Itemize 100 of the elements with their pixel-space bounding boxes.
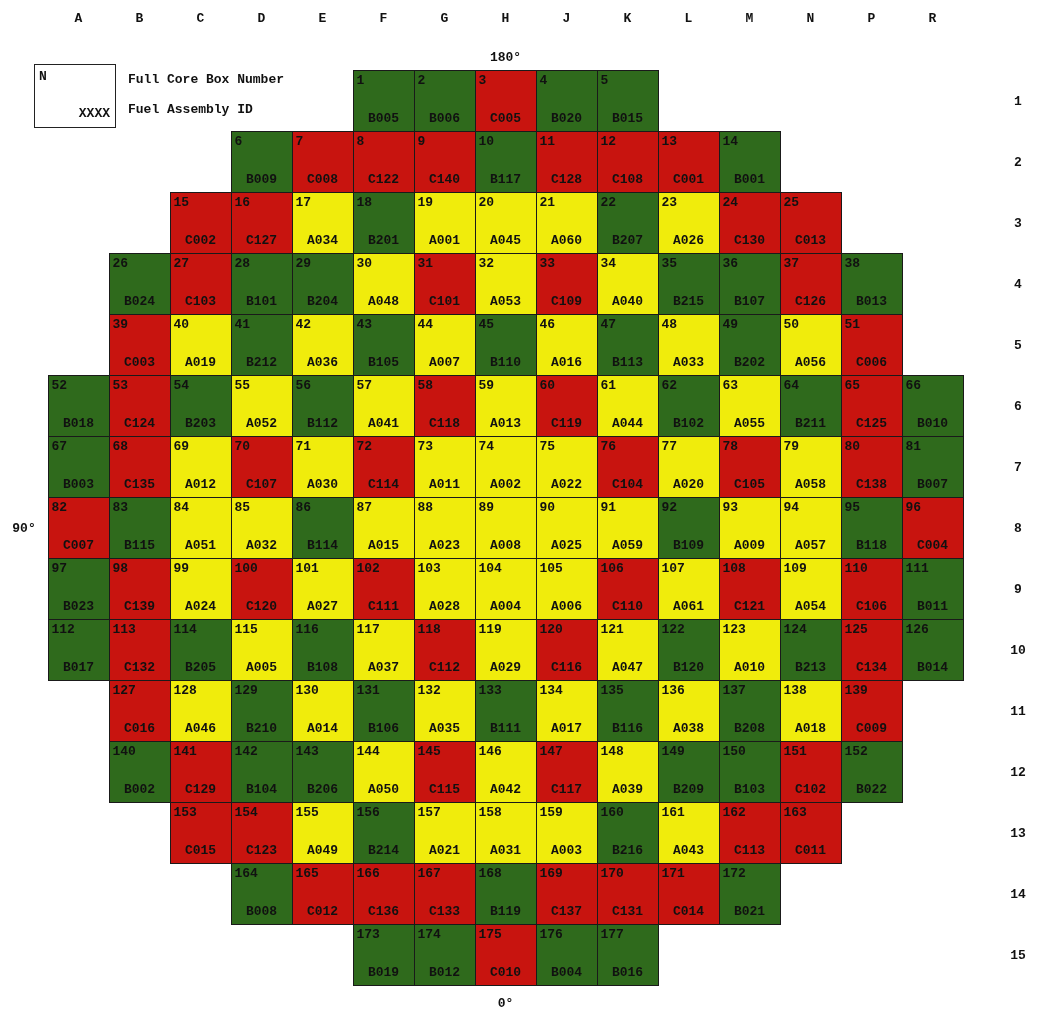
assembly-id: A018	[793, 721, 828, 736]
assembly-id: C013	[793, 233, 828, 248]
assembly-id: B003	[61, 477, 96, 492]
box-number: 9	[417, 134, 426, 149]
column-letter: N	[806, 10, 815, 26]
fuel-assembly-cell	[230, 374, 293, 437]
assembly-id: C133	[427, 904, 462, 919]
fuel-assembly-cell	[291, 374, 354, 437]
box-number: 109	[783, 561, 807, 576]
fuel-assembly-cell	[230, 740, 293, 803]
assembly-id: B111	[488, 721, 523, 736]
column-letter: A	[74, 10, 83, 26]
fuel-assembly-cell	[596, 374, 659, 437]
assembly-id: C111	[366, 599, 401, 614]
box-number: 66	[905, 378, 922, 393]
assembly-id: C125	[854, 416, 889, 431]
box-number: 134	[539, 683, 563, 698]
assembly-id: A054	[793, 599, 828, 614]
box-number: 27	[173, 256, 190, 271]
box-number: 45	[478, 317, 495, 332]
fuel-assembly-cell	[352, 374, 415, 437]
box-number: 113	[112, 622, 136, 637]
assembly-id: A047	[610, 660, 645, 675]
column-letter: E	[318, 10, 327, 26]
fuel-assembly-cell	[840, 313, 903, 376]
fuel-assembly-cell	[535, 130, 598, 193]
fuel-assembly-cell	[230, 618, 293, 681]
box-number: 58	[417, 378, 434, 393]
assembly-id: C103	[183, 294, 218, 309]
assembly-id: C007	[61, 538, 96, 553]
fuel-assembly-cell	[840, 618, 903, 681]
assembly-id: C128	[549, 172, 584, 187]
fuel-assembly-cell	[657, 557, 720, 620]
assembly-id: C140	[427, 172, 462, 187]
assembly-id: B104	[244, 782, 279, 797]
box-number: 77	[661, 439, 678, 454]
box-number: 19	[417, 195, 434, 210]
box-number: 84	[173, 500, 190, 515]
box-number: 61	[600, 378, 617, 393]
assembly-id: C120	[244, 599, 279, 614]
column-letter: D	[257, 10, 266, 26]
box-number: 42	[295, 317, 312, 332]
box-number: 71	[295, 439, 312, 454]
fuel-assembly-cell	[474, 862, 537, 925]
row-number: 3	[1014, 215, 1022, 230]
box-number: 56	[295, 378, 312, 393]
assembly-id: C134	[854, 660, 889, 675]
box-number: 114	[173, 622, 197, 637]
box-number: 69	[173, 439, 190, 454]
box-number: 53	[112, 378, 129, 393]
box-number: 6	[234, 134, 243, 149]
box-number: 65	[844, 378, 861, 393]
fuel-assembly-cell	[718, 618, 781, 681]
box-number: 151	[783, 744, 807, 759]
fuel-assembly-cell	[352, 252, 415, 315]
assembly-id: C110	[610, 599, 645, 614]
assembly-id: B202	[732, 355, 767, 370]
fuel-assembly-cell	[47, 557, 110, 620]
assembly-id: A034	[305, 233, 340, 248]
fuel-assembly-cell	[352, 435, 415, 498]
row-number: 13	[1010, 825, 1026, 840]
assembly-id: A036	[305, 355, 340, 370]
assembly-id: A024	[183, 599, 218, 614]
box-number: 47	[600, 317, 617, 332]
fuel-assembly-cell	[474, 679, 537, 742]
box-number: 46	[539, 317, 556, 332]
assembly-id: B020	[549, 111, 584, 126]
box-number: 39	[112, 317, 129, 332]
box-number: 94	[783, 500, 800, 515]
fuel-assembly-cell	[108, 496, 171, 559]
fuel-assembly-cell	[474, 130, 537, 193]
assembly-id: C002	[183, 233, 218, 248]
assembly-id: C122	[366, 172, 401, 187]
box-number: 75	[539, 439, 556, 454]
fuel-assembly-cell	[474, 435, 537, 498]
row-number: 6	[1014, 398, 1022, 413]
fuel-assembly-cell	[596, 130, 659, 193]
column-letter: R	[928, 10, 937, 26]
box-number: 104	[478, 561, 502, 576]
box-number: 87	[356, 500, 373, 515]
box-number: 146	[478, 744, 502, 759]
assembly-id: B004	[549, 965, 584, 980]
assembly-id: C136	[366, 904, 401, 919]
box-number: 175	[478, 927, 502, 942]
assembly-id: A006	[549, 599, 584, 614]
assembly-id: C108	[610, 172, 645, 187]
assembly-id: A026	[671, 233, 706, 248]
assembly-id: B109	[671, 538, 706, 553]
fuel-assembly-cell	[47, 618, 110, 681]
box-number: 23	[661, 195, 678, 210]
box-number: 96	[905, 500, 922, 515]
fuel-assembly-cell	[596, 923, 659, 986]
fuel-assembly-cell	[779, 679, 842, 742]
fuel-assembly-cell	[901, 557, 964, 620]
assembly-id: C001	[671, 172, 706, 187]
assembly-id: B015	[610, 111, 645, 126]
assembly-id: B017	[61, 660, 96, 675]
fuel-assembly-cell	[718, 740, 781, 803]
assembly-id: A004	[488, 599, 523, 614]
box-number: 80	[844, 439, 861, 454]
